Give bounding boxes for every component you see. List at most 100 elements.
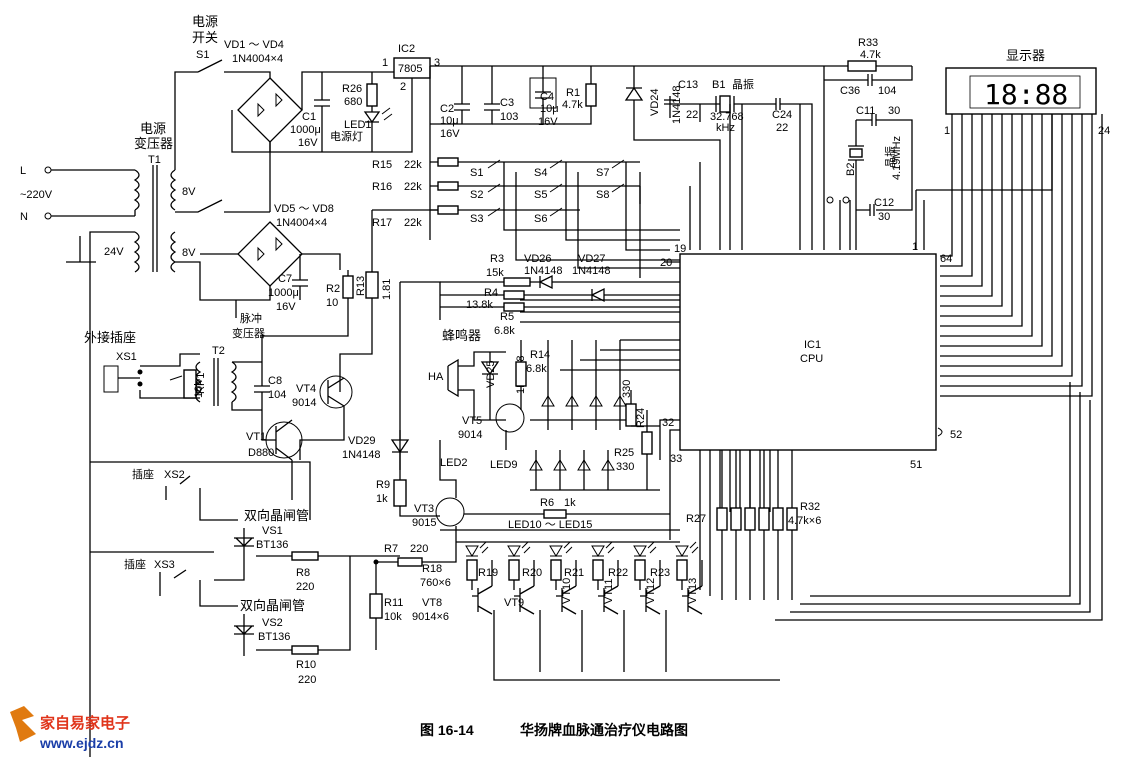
transistor-icon <box>681 560 703 615</box>
xs1-body <box>103 365 119 393</box>
cpu-pin1: 1 <box>912 241 918 253</box>
cpu-body <box>679 253 937 451</box>
bridge2-part: 1N4004×4 <box>276 217 327 229</box>
pulse-transformer-t2: T2 外接插座 XS1 RP1 10k <box>84 330 262 411</box>
xs3-ref: XS3 <box>154 559 175 571</box>
r5-ref: R5 <box>500 311 514 323</box>
b2-ref: B2 <box>845 163 857 176</box>
v24-label: 24V <box>104 246 124 258</box>
buzzer-ref: HA <box>428 371 444 383</box>
watermark: 家自易家电子 www.ejdz.cn <box>10 706 130 751</box>
vt3-ref: VT3 <box>414 503 434 515</box>
r33-body <box>847 60 877 72</box>
r14-body <box>515 361 527 387</box>
driver-column <box>465 541 493 615</box>
lcd-display: 显示器 18:88 1 24 <box>775 48 1110 621</box>
c13-val: 22 <box>686 109 698 121</box>
driver-stage: C8 104 VT4 9014 VT1 D880 <box>246 360 353 500</box>
r21-ref: R21 <box>564 567 584 579</box>
transistor-icon <box>639 560 661 615</box>
c4-ref: C4 <box>540 91 554 103</box>
b2-name: 晶振 <box>883 146 897 168</box>
rp1-ref: RP1 <box>195 373 207 394</box>
vd27-ref: VD27 <box>578 253 606 265</box>
switch-s2: S2 <box>470 189 483 201</box>
c2-val: 10μ <box>440 115 459 127</box>
c3-val: 103 <box>500 111 518 123</box>
r8-ref: R8 <box>296 567 310 579</box>
c12-ref: C12 <box>874 197 894 209</box>
c11-val: 30 <box>888 105 900 117</box>
r18-val: 760×6 <box>420 577 451 589</box>
r26-body <box>366 83 378 107</box>
terminal-n <box>44 212 52 220</box>
c13-ref: C13 <box>678 79 698 91</box>
ic2-pin2: 2 <box>400 81 406 93</box>
cpu-pin19: 19 <box>674 243 686 255</box>
resistor-bank-body <box>758 507 770 531</box>
r25-body <box>641 431 653 455</box>
r13-body <box>365 271 379 299</box>
t2-ref: T2 <box>212 345 225 357</box>
led-icon <box>633 541 657 557</box>
r3-body <box>503 277 531 287</box>
regulator-ic2: IC2 7805 1 2 3 <box>270 43 912 153</box>
r1-val: 4.7k <box>562 99 583 111</box>
r25-ref: R25 <box>614 447 634 459</box>
led-icon <box>591 541 615 557</box>
vd24-part: 1N4148 <box>671 85 683 124</box>
mains-n-label: N <box>20 211 28 223</box>
switch-s8: S8 <box>596 189 609 201</box>
ic2-part: 7805 <box>398 63 422 75</box>
r2-val: 10 <box>326 297 338 309</box>
vd26-ref: VD26 <box>524 253 552 265</box>
r15-ref: R15 <box>372 159 392 171</box>
resistor-body <box>676 559 688 581</box>
b1-name: 晶振 <box>732 77 754 91</box>
c4-volt: 16V <box>538 116 558 128</box>
r8-body <box>291 551 319 561</box>
vt3-symbol <box>435 497 465 527</box>
c3-ref: C3 <box>500 97 514 109</box>
r24-val: 330 <box>621 380 633 398</box>
s1-name: 电源 <box>192 14 218 29</box>
c24-val: 22 <box>776 122 788 134</box>
rp1-body <box>183 369 197 399</box>
vd25-ref: VD25 <box>485 360 497 388</box>
switch-s7: S7 <box>596 167 609 179</box>
r24-ref: R24 <box>635 408 647 428</box>
c12-val: 30 <box>878 211 890 223</box>
mains-input: L ~220V N 24V <box>20 165 135 263</box>
display-pin1: 1 <box>944 125 950 137</box>
r1-ref: R1 <box>566 87 580 99</box>
cpu-ref: IC1 <box>804 339 821 351</box>
resistor-bank-body <box>744 507 756 531</box>
c1-ref: C1 <box>302 111 316 123</box>
r32-ref: R32 <box>800 501 820 513</box>
crystal-b1: C13 22 B1 晶振 32.768 kHz C24 22 <box>664 77 813 250</box>
r7-val: 220 <box>410 543 428 555</box>
bridge-rectifier-1: VD1 ～ VD4 1N4004×4 <box>224 39 386 212</box>
led-icon <box>549 541 573 557</box>
vs1-name: 双向晶闸管 <box>244 508 309 523</box>
c24-ref: C24 <box>772 109 792 121</box>
vt4-part: 9014 <box>292 397 316 409</box>
bridge1-ref: VD1 ～ VD4 <box>224 39 284 51</box>
led-icon <box>675 541 699 557</box>
transistor-icon <box>597 560 619 615</box>
resistor-bank-body <box>716 507 728 531</box>
r1-body <box>585 83 597 107</box>
vt4-ref: VT4 <box>296 383 316 395</box>
ic2-ref: IC2 <box>398 43 415 55</box>
r17-ref: R17 <box>372 217 392 229</box>
vs2-part: BT136 <box>258 631 290 643</box>
driver-column <box>507 541 535 615</box>
watermark-brand: 家自易家电子 <box>40 714 130 732</box>
r13-ref: R13 <box>355 276 367 296</box>
b1-ref: B1 <box>712 79 725 91</box>
cpu-pin33: 33 <box>670 453 682 465</box>
bridge1-part: 1N4004×4 <box>232 53 283 65</box>
r13-val: 1.81 <box>381 279 393 300</box>
driver-column <box>549 541 577 615</box>
xs3-name: 插座 <box>124 557 146 571</box>
